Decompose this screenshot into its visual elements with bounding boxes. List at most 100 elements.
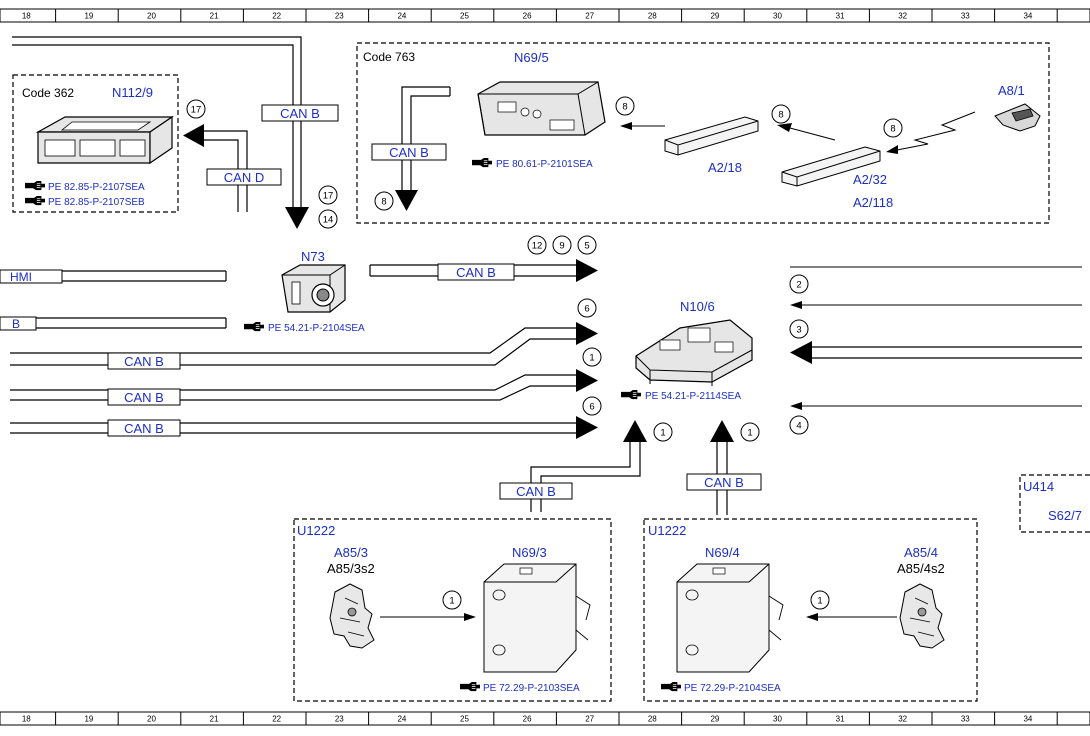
can-b-box-763 <box>371 143 447 161</box>
can-d-box <box>206 168 282 186</box>
svg-text:3: 3 <box>796 325 801 336</box>
top-ruler-number: 34 <box>1023 12 1032 21</box>
svg-text:4: 4 <box>796 421 801 432</box>
arrow-a2-32-to-a2-18 <box>777 123 836 141</box>
code-362-label: Code 362 <box>22 86 74 100</box>
n73-ignition-switch[interactable] <box>281 264 346 313</box>
can-d-label: CAN D <box>224 170 264 185</box>
bottom-ruler-number: 33 <box>961 715 970 724</box>
n69-3-label: N69/3 <box>512 545 547 560</box>
hand-pointer-icon <box>25 196 45 206</box>
n10-6-label: N10/6 <box>680 299 715 314</box>
top-ruler-number: 20 <box>147 12 156 21</box>
right-line-2 <box>790 266 1082 309</box>
top-ruler-number: 32 <box>898 12 907 21</box>
reference-2107sea[interactable]: PE 82.85-P-2107SEA <box>25 181 145 193</box>
marker-14: 14 <box>318 209 338 229</box>
hand-pointer-icon <box>472 158 492 168</box>
bottom-ruler-number: 28 <box>648 715 657 724</box>
reference-n10-6[interactable]: PE 54.21-P-2114SEA <box>621 390 741 402</box>
marker-17-a: 17 <box>186 99 206 119</box>
svg-text:PE 54.21-P-2104SEA[interactable]: PE 54.21-P-2104SEA <box>268 323 365 334</box>
can-b-label-top: CAN B <box>280 106 320 121</box>
bottom-ruler-number: 31 <box>836 715 845 724</box>
can-b-label-2: CAN B <box>124 390 164 405</box>
top-ruler-number: 25 <box>460 12 469 21</box>
hand-pointer-icon <box>25 181 45 191</box>
marker-1-e: 1 <box>810 590 830 610</box>
marker-9: 9 <box>552 235 572 255</box>
reference-2103sea[interactable]: PE 72.29-P-2103SEA <box>460 682 580 694</box>
can-b-label-3: CAN B <box>124 421 164 436</box>
svg-text:1: 1 <box>660 428 665 439</box>
svg-text:PE 54.21-P-2114SEA[interactable]: PE 54.21-P-2114SEA <box>645 391 741 402</box>
svg-text:PE 80.61-P-2101SEA[interactable]: PE 80.61-P-2101SEA <box>496 159 593 170</box>
marker-1-a: 1 <box>582 347 602 367</box>
svg-text:8: 8 <box>381 197 386 208</box>
can-b-box-2 <box>107 388 181 406</box>
a2-118-label: A2/118 <box>853 195 893 210</box>
svg-text:PE 72.29-P-2103SEA[interactable]: PE 72.29-P-2103SEA <box>483 683 580 694</box>
svg-text:6: 6 <box>589 402 594 413</box>
marker-3: 3 <box>789 319 809 339</box>
a85-3-door-lock[interactable] <box>329 583 375 649</box>
marker-2: 2 <box>789 274 809 294</box>
top-ruler-number: 22 <box>272 12 281 21</box>
svg-text:8: 8 <box>890 124 895 135</box>
can-b-box-1 <box>107 352 181 370</box>
can-d-line <box>183 124 248 212</box>
a2-32-antenna[interactable] <box>781 146 881 187</box>
a2-18-antenna[interactable] <box>664 116 759 156</box>
a85-3s2-label: A85/3s2 <box>327 561 375 576</box>
u1222-left-label: U1222 <box>297 523 335 538</box>
n73-label: N73 <box>301 249 325 264</box>
svg-text:PE 72.29-P-2104SEA[interactable]: PE 72.29-P-2104SEA <box>684 683 781 694</box>
a2-18-label: A2/18 <box>708 160 742 175</box>
n112-9-module[interactable] <box>35 115 174 165</box>
top-ruler-number: 26 <box>523 12 532 21</box>
svg-text:PE 82.85-P-2107SEA[interactable]: PE 82.85-P-2107SEA <box>48 182 145 193</box>
a8-1-key[interactable] <box>994 103 1041 132</box>
can-b-line-2 <box>10 369 598 401</box>
svg-text:PE 82.85-P-2107SEB[interactable]: PE 82.85-P-2107SEB <box>48 197 145 208</box>
can-b-box-bottom-left <box>499 482 573 500</box>
reference-2101sea[interactable]: PE 80.61-P-2101SEA <box>472 158 593 170</box>
can-b-label-1: CAN B <box>124 354 164 369</box>
reference-n73[interactable]: PE 54.21-P-2104SEA <box>244 322 365 334</box>
top-ruler-number: 23 <box>335 12 344 21</box>
u1222-right-box <box>643 518 978 702</box>
arrow-a2-18-to-n69-5 <box>620 122 665 130</box>
marker-6-b: 6 <box>582 396 602 416</box>
n112-9-label: N112/9 <box>112 85 153 100</box>
reference-2107seb[interactable]: PE 82.85-P-2107SEB <box>25 196 145 208</box>
code-362-box <box>12 74 179 213</box>
svg-text:2: 2 <box>796 280 801 291</box>
hand-pointer-icon <box>244 322 264 332</box>
svg-text:1: 1 <box>589 353 594 364</box>
n69-4-module[interactable] <box>676 563 784 673</box>
n69-5-module[interactable] <box>477 81 606 136</box>
bottom-ruler-number: 18 <box>22 715 31 724</box>
a85-4-door-lock[interactable] <box>899 583 945 649</box>
can-b-label-n73: CAN B <box>456 265 496 280</box>
bottom-ruler-number: 32 <box>898 715 907 724</box>
u1222-left-box <box>293 518 612 702</box>
n69-4-label: N69/4 <box>705 545 740 560</box>
marker-8-c: 8 <box>771 104 791 124</box>
n10-6-module[interactable] <box>635 319 753 386</box>
svg-text:17: 17 <box>323 191 334 202</box>
hmi-label: HMI <box>10 270 32 284</box>
n69-3-module[interactable] <box>483 563 591 673</box>
svg-text:8: 8 <box>778 110 783 121</box>
hand-pointer-icon <box>661 682 681 692</box>
marker-1-c: 1 <box>740 422 760 442</box>
svg-text:12: 12 <box>532 241 543 252</box>
can-b-box-top <box>261 104 339 122</box>
top-ruler-number: 33 <box>961 12 970 21</box>
can-b-line-3 <box>10 416 598 439</box>
code-763-box <box>356 42 1050 224</box>
reference-2104sea[interactable]: PE 72.29-P-2104SEA <box>661 682 781 694</box>
bottom-ruler-number: 26 <box>523 715 532 724</box>
can-b-label-763: CAN B <box>389 145 429 160</box>
